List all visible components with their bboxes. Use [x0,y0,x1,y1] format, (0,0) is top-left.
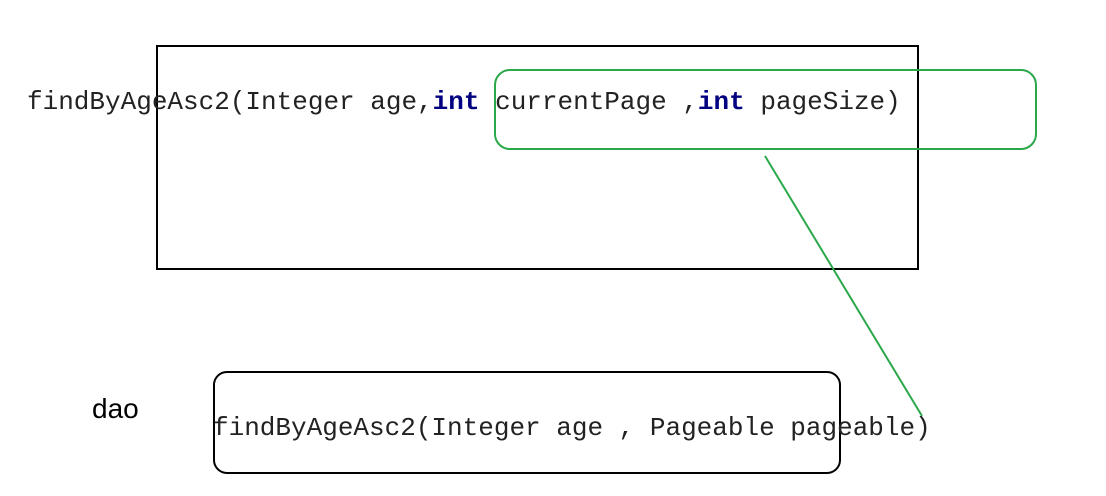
signature-prefix: findByAgeAsc2(Integer age, [27,87,433,117]
current-page-param: currentPage , [479,87,698,117]
pagination-params-highlight [494,69,1037,150]
int-keyword: int [432,87,480,117]
dao-label: dao [92,393,139,424]
page-size-param: pageSize) [744,87,901,117]
int-keyword: int [697,87,745,117]
dao-method-box [213,371,841,474]
service-method-signature: findByAgeAsc2(Integer age,int currentPag… [27,87,901,117]
dao-method-signature: findByAgeAsc2(Integer age , Pageable pag… [213,413,931,443]
